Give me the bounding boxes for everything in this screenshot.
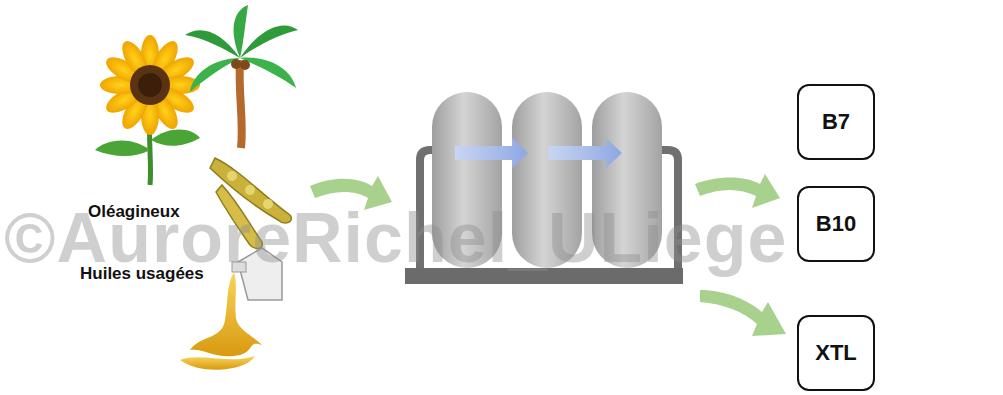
sunflower (95, 35, 200, 185)
product-label: XTL (815, 340, 857, 366)
product-label: B10 (816, 211, 856, 237)
product-box: B10 (797, 186, 875, 262)
product-box: B7 (797, 84, 875, 160)
product-box: XTL (797, 315, 875, 391)
product-label: B7 (822, 109, 850, 135)
palm-tree (185, 5, 298, 148)
watermark: ©AuroreRichel_ULiege (4, 198, 787, 278)
